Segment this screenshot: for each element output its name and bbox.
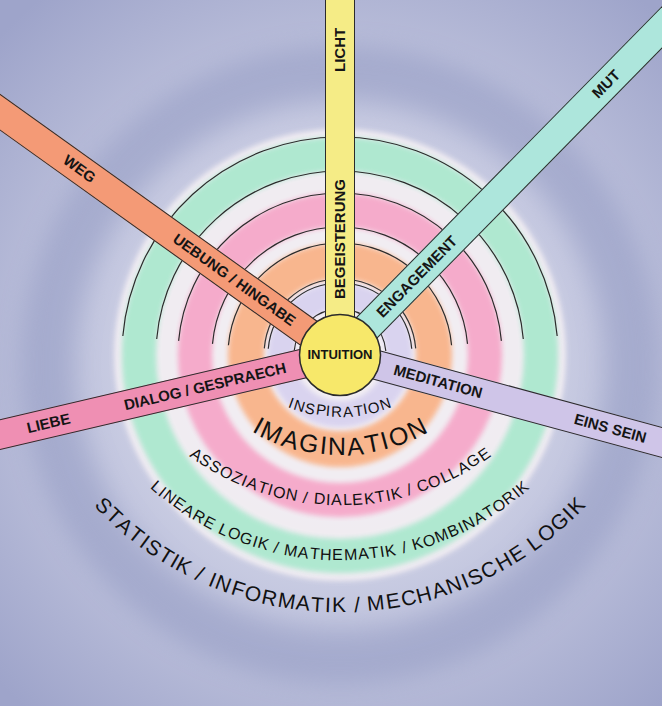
arc-letter: / xyxy=(193,562,208,585)
arc-letter: A xyxy=(297,543,310,562)
arc-letter: H xyxy=(320,546,332,564)
ray-label: BEGEISTERUNG xyxy=(331,179,348,299)
arc-letter: M xyxy=(283,541,299,561)
arc-letter: M xyxy=(366,591,386,616)
arc-letter: A xyxy=(295,591,312,616)
arc-letter: / xyxy=(400,539,408,557)
arc-letter xyxy=(360,592,367,615)
arc-letter: A xyxy=(331,491,342,509)
arc-letter: P xyxy=(315,402,327,420)
arc-letter: E xyxy=(332,546,343,564)
arc-letter: K xyxy=(332,593,346,616)
arc-letter: A xyxy=(342,403,353,420)
arc-letter: / xyxy=(353,593,360,616)
arc-letter: T xyxy=(309,545,320,563)
arc-letter: D xyxy=(313,490,326,508)
ray-label: LICHT xyxy=(331,28,348,72)
ray-label: LIEBE xyxy=(24,410,71,437)
center-circle-fill xyxy=(300,315,381,396)
arc-letter: T xyxy=(368,544,380,563)
arc-letter: I xyxy=(319,432,329,460)
arc-letter: K xyxy=(363,489,376,508)
arc-letter: / xyxy=(302,489,309,507)
arc-letter: R xyxy=(331,404,342,421)
arc-letter: I xyxy=(324,593,331,616)
arc-letter: I xyxy=(326,403,332,420)
arc-letter: E xyxy=(352,490,364,508)
ray-band: BEGEISTERUNG LICHT xyxy=(325,0,355,355)
arc-letter: I xyxy=(325,491,330,509)
arc-letter: K xyxy=(384,541,398,560)
center-circle: INTUITION xyxy=(298,313,382,397)
arc-letter xyxy=(346,593,353,616)
arc-letter: N xyxy=(284,485,299,505)
arc-letter: M xyxy=(276,588,297,614)
arc-letter: G xyxy=(297,429,321,460)
arc-letter: M xyxy=(344,546,358,564)
arc-letter: L xyxy=(342,491,351,509)
arc-letter: / xyxy=(405,481,414,499)
arc-letter: N xyxy=(328,433,347,461)
arc-letter xyxy=(307,489,313,507)
center-label: INTUITION xyxy=(308,348,373,363)
arc-letter: A xyxy=(357,545,369,563)
arc-letter: / xyxy=(272,539,280,557)
arc-letter: T xyxy=(310,592,324,616)
